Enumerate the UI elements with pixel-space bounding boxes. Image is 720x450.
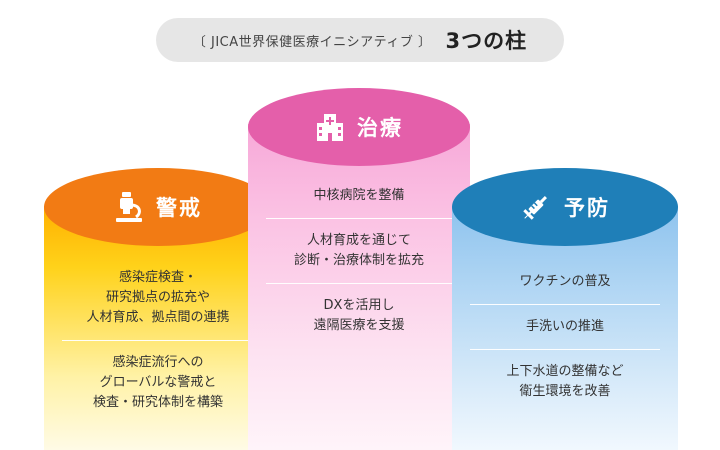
microscope-icon — [116, 192, 142, 222]
hospital-icon — [317, 114, 343, 141]
pillar-item: 手洗いの推進 — [470, 304, 660, 349]
pillar-body — [452, 206, 678, 450]
pillar-cap: 予防 — [452, 168, 678, 246]
pillar-prevention: 予防 ワクチンの普及 手洗いの推進 上下水道の整備など 衛生環境を改善 — [452, 168, 678, 450]
pillar-alert: 警戒 感染症検査・ 研究拠点の拡充や 人材育成、拠点間の連携 感染症流行への グ… — [44, 168, 272, 450]
pillar-body — [248, 124, 470, 450]
pillar-body — [44, 206, 272, 450]
pillar-item: 感染症検査・ 研究拠点の拡充や 人材育成、拠点間の連携 — [86, 270, 230, 325]
pillar-treatment: 治療 中核病院を整備 人材育成を通じて 診断・治療体制を拡充 DXを活用し 遠隔… — [248, 88, 470, 450]
pillar-items: 感染症検査・ 研究拠点の拡充や 人材育成、拠点間の連携 感染症流行への グローバ… — [62, 256, 254, 425]
pillar-item: ワクチンの普及 — [519, 274, 611, 289]
pillar-item: 人材育成を通じて 診断・治療体制を拡充 — [266, 218, 452, 283]
header-title: 3つの柱 — [445, 29, 528, 53]
pillar-item: DXを活用し 遠隔医療を支援 — [266, 283, 452, 348]
pillar-item: 感染症流行への グローバルな警戒と 検査・研究体制を構築 — [62, 340, 254, 425]
pillar-item: 上下水道の整備など 衛生環境を改善 — [470, 349, 660, 414]
pillar-title: 警戒 — [156, 196, 202, 220]
syringe-icon — [523, 196, 547, 220]
pillar-title: 治療 — [357, 116, 403, 140]
pillar-cap: 治療 — [248, 88, 470, 166]
pillar-title: 予防 — [564, 196, 610, 220]
pillar-items: ワクチンの普及 手洗いの推進 上下水道の整備など 衛生環境を改善 — [470, 260, 660, 414]
header-subtitle: 〔 JICA世界保健医療イニシアティブ 〕 — [192, 34, 432, 50]
pillar-item: 中核病院を整備 — [313, 188, 405, 203]
pillar-items: 中核病院を整備 人材育成を通じて 診断・治療体制を拡充 DXを活用し 遠隔医療を… — [266, 174, 452, 348]
header-pill: 〔 JICA世界保健医療イニシアティブ 〕 3つの柱 — [156, 18, 564, 62]
pillar-cap: 警戒 — [44, 168, 272, 246]
